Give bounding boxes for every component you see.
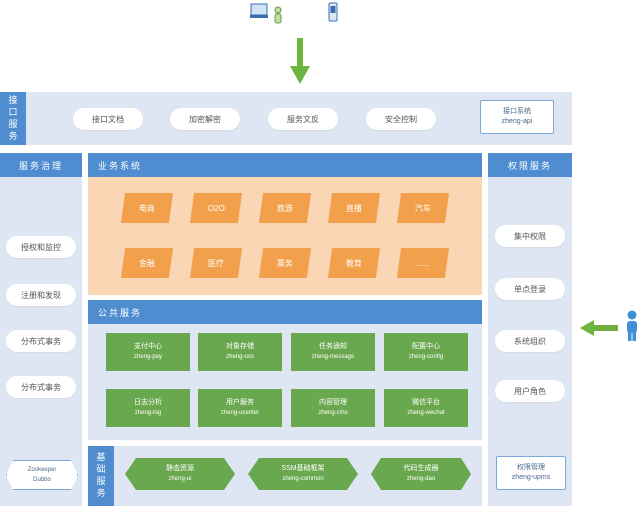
public-config-subtitle: zheng-config	[408, 354, 444, 360]
business-travel-label: 旅游	[277, 203, 293, 213]
base-ssm: SSM基础框架 zheng-common	[248, 458, 358, 490]
base-header: 基础服务	[88, 446, 114, 506]
upms-title: 权限管理	[517, 464, 545, 471]
public-log: 日志分析 zheng-log	[106, 389, 190, 427]
public-log-title: 日志分析	[134, 399, 162, 406]
base-ssm-title: SSM基础框架	[281, 465, 325, 472]
business-auto-label: 汽车	[415, 203, 431, 213]
public-cms-title: 内容管理	[319, 399, 347, 406]
api-system-box: 接口系统 zheng-api	[480, 100, 554, 134]
public-config: 配置中心 zheng-config	[384, 333, 468, 371]
governance-item-tx1: 分布式事务	[6, 330, 76, 352]
permission-item-sso: 单点登录	[495, 278, 565, 300]
public-message: 任务通知 zheng-message	[291, 333, 375, 371]
business-ticket-label: 票务	[277, 258, 293, 268]
business-header: 业务系统	[88, 153, 482, 177]
user-figure-icon	[273, 6, 283, 24]
business-live-label: 直播	[346, 203, 362, 213]
public-oss-subtitle: zheng-oss	[226, 354, 254, 360]
business-o2o: O2O	[189, 193, 243, 223]
governance-item-auth: 授权和监控	[6, 236, 76, 258]
business-ecommerce: 电商	[120, 193, 174, 223]
business-ecommerce-label: 电商	[139, 203, 155, 213]
laptop-user-icon	[250, 2, 272, 20]
zookeeper-line1: Zookeeper	[27, 467, 57, 473]
governance-item-registry: 注册和发现	[6, 284, 76, 306]
business-travel: 旅游	[258, 193, 312, 223]
public-ucenter: 用户服务 zheng-ucenter	[198, 389, 282, 427]
permission-item-central: 集中权限	[495, 225, 565, 247]
phone-icon	[328, 2, 338, 22]
base-codegen-subtitle: zheng-dao	[406, 476, 436, 482]
governance-column	[0, 153, 82, 506]
permission-item-role: 用户角色	[495, 380, 565, 402]
public-cms-subtitle: zheng-cms	[318, 410, 348, 416]
arrow-down-icon	[290, 38, 310, 84]
api-layer-header: 接口服务	[0, 92, 26, 145]
public-oss-title: 对象存储	[226, 343, 254, 350]
business-education: 教育	[327, 248, 381, 278]
public-header: 公共服务	[88, 300, 482, 324]
public-wechat-title: 微信平台	[412, 399, 440, 406]
business-more: ......	[396, 248, 450, 278]
business-live: 直播	[327, 193, 381, 223]
zookeeper-box: Zookeeper Dubbo	[6, 460, 78, 490]
public-cms: 内容管理 zheng-cms	[291, 389, 375, 427]
base-static-subtitle: zheng-ui	[168, 476, 192, 482]
public-ucenter-title: 用户服务	[226, 399, 254, 406]
zookeeper-line2: Dubbo	[33, 477, 51, 483]
public-log-subtitle: zheng-log	[134, 410, 162, 416]
permission-item-org: 系统组织	[495, 330, 565, 352]
base-codegen-title: 代码生成器	[403, 465, 439, 472]
business-medical: 医疗	[189, 248, 243, 278]
public-wechat: 微信平台 zheng-wechat	[384, 389, 468, 427]
public-message-title: 任务通知	[319, 343, 347, 350]
business-finance-label: 金融	[139, 258, 155, 268]
business-more-label: ......	[416, 258, 430, 268]
governance-header: 服务治理	[0, 153, 82, 177]
api-system-subtitle: zheng-api	[501, 118, 533, 125]
public-wechat-subtitle: zheng-wechat	[407, 410, 445, 416]
api-item-encrypt: 加密解密	[170, 108, 240, 130]
api-item-service: 服务文反	[268, 108, 338, 130]
api-item-security: 安全控制	[366, 108, 436, 130]
business-o2o-label: O2O	[207, 203, 225, 213]
business-finance: 金融	[120, 248, 174, 278]
governance-item-tx2: 分布式事务	[6, 376, 76, 398]
upms-subtitle: zheng-upms	[511, 474, 551, 481]
person-icon	[624, 310, 640, 342]
public-ucenter-subtitle: zheng-ucenter	[220, 410, 260, 416]
upms-box: 权限管理 zheng-upms	[496, 456, 566, 490]
public-pay-title: 支付中心	[134, 343, 162, 350]
business-ticket: 票务	[258, 248, 312, 278]
arrow-left-icon	[580, 320, 618, 336]
permission-header: 权限服务	[488, 153, 572, 177]
business-education-label: 教育	[346, 258, 362, 268]
base-static: 静态资源 zheng-ui	[125, 458, 235, 490]
business-medical-label: 医疗	[208, 258, 224, 268]
api-item-docs: 接口文档	[73, 108, 143, 130]
business-auto: 汽车	[396, 193, 450, 223]
api-system-title: 接口系统	[503, 108, 531, 115]
base-static-title: 静态资源	[166, 465, 194, 472]
public-message-subtitle: zheng-message	[311, 354, 355, 360]
base-ssm-subtitle: zheng-common	[282, 476, 324, 482]
public-config-title: 配置中心	[412, 343, 440, 350]
base-codegen: 代码生成器 zheng-dao	[371, 458, 471, 490]
permission-column	[488, 153, 572, 506]
public-oss: 对象存储 zheng-oss	[198, 333, 282, 371]
public-pay: 支付中心 zheng-pay	[106, 333, 190, 371]
public-pay-subtitle: zheng-pay	[133, 354, 163, 360]
